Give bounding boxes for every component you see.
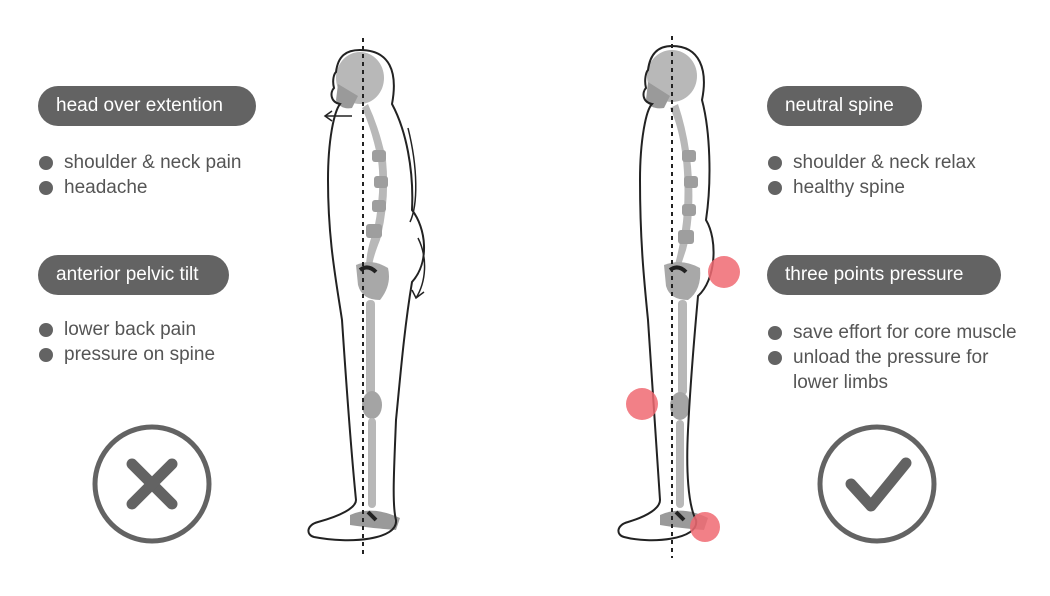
pressure-point-knee xyxy=(626,388,658,420)
list-item: pressure on spine xyxy=(38,342,215,367)
bullet-icon xyxy=(39,156,53,170)
list-item: shoulder & neck pain xyxy=(38,150,241,175)
good-posture-figure xyxy=(617,36,740,558)
bullet-icon xyxy=(768,326,782,340)
skeleton-right xyxy=(646,50,708,530)
bullet-icon xyxy=(768,181,782,195)
neutral-spine-label: neutral spine xyxy=(767,86,922,126)
bullet-icon xyxy=(39,181,53,195)
list-item: shoulder & neck relax xyxy=(767,150,976,175)
list-item: lower back pain xyxy=(38,317,215,342)
bad-posture-figure xyxy=(307,38,426,558)
spine-benefit-list: shoulder & neck relax healthy spine xyxy=(767,150,976,200)
list-item: healthy spine xyxy=(767,175,976,200)
pressure-point-hip xyxy=(708,256,740,288)
bullet-icon xyxy=(39,323,53,337)
list-item: unload the pressure for lower limbs xyxy=(767,345,1022,395)
skeleton-left xyxy=(336,52,400,530)
head-symptom-list: shoulder & neck pain headache xyxy=(38,150,241,200)
bullet-icon xyxy=(768,351,782,365)
list-item: save effort for core muscle xyxy=(767,320,1022,345)
pressure-point-heel xyxy=(690,512,720,542)
list-item: headache xyxy=(38,175,241,200)
bullet-icon xyxy=(39,348,53,362)
cross-icon xyxy=(92,424,212,544)
bullet-icon xyxy=(768,156,782,170)
pelvic-symptom-list: lower back pain pressure on spine xyxy=(38,317,215,367)
pressure-benefit-list: save effort for core muscle unload the p… xyxy=(767,320,1022,395)
three-points-pressure-label: three points pressure xyxy=(767,255,1001,295)
head-over-extension-label: head over extention xyxy=(38,86,256,126)
anterior-pelvic-tilt-label: anterior pelvic tilt xyxy=(38,255,229,295)
check-icon xyxy=(817,424,937,544)
